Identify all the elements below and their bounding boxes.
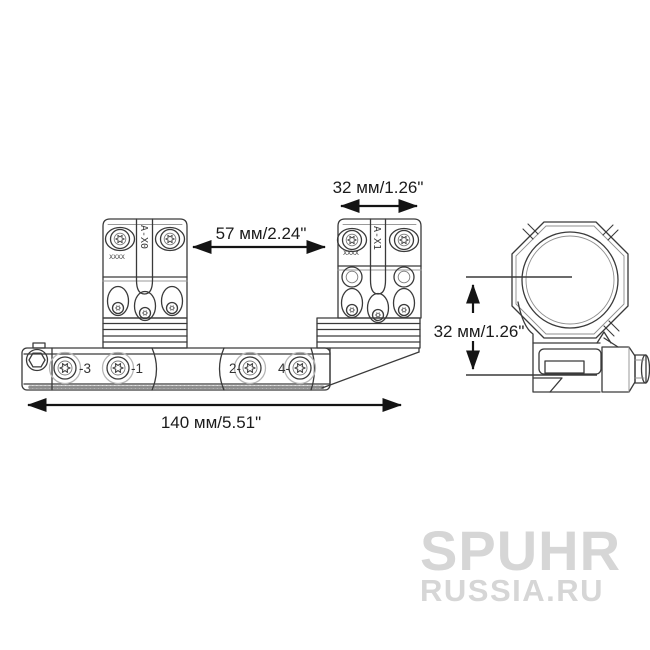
- ring-cap-screw-icon: [154, 226, 186, 252]
- end-view: [511, 221, 650, 393]
- dim-ring-gap: 57 мм/2.24": [191, 224, 327, 255]
- rear-ring-serial-label: XXXX: [109, 253, 125, 261]
- dim-mount-height: 32 мм/1.26": [434, 276, 597, 376]
- dim-overall-length-label: 140 мм/5.51": [161, 413, 261, 432]
- nut-knob: [634, 354, 647, 384]
- dimensions: 32 мм/1.26" 57 мм/2.24" 140 мм/5.51" 32 …: [26, 178, 597, 432]
- rear-ring-cap: [102, 218, 188, 319]
- ring-lower-screw-icon: [366, 292, 390, 324]
- hex-bolt-icon: [25, 348, 49, 372]
- base-screw-torx-icon: [283, 351, 317, 385]
- base-screw-label: 4-: [278, 361, 290, 376]
- front-ring-riser: [316, 317, 421, 349]
- dim-ring-gap-label: 57 мм/2.24": [216, 224, 307, 243]
- side-view: -3 -1 2- 4-: [21, 218, 422, 391]
- rear-ring: XXXX A-X0: [102, 218, 188, 349]
- watermark: SPUHR RUSSIA.RU: [420, 519, 621, 608]
- ring-lower-screw-icon: [392, 287, 416, 319]
- chamfer-ticks: [522, 223, 620, 337]
- base-screw-label: -3: [79, 361, 91, 376]
- clamp-lever-recess: [538, 348, 602, 375]
- ring-bore: [521, 231, 619, 329]
- base-screw-torx-icon: [101, 351, 135, 385]
- rear-ring-model-label: A-X0: [138, 225, 149, 249]
- watermark-site-text: RUSSIA.RU: [420, 573, 604, 608]
- clamp-nut: [601, 346, 650, 393]
- front-ring-cap: [337, 218, 422, 319]
- dim-mount-height-label: 32 мм/1.26": [434, 322, 525, 341]
- ring-recess-icon: [341, 266, 415, 288]
- rear-ring-riser: [102, 317, 188, 349]
- dim-ring-cap-width: 32 мм/1.26": [333, 178, 424, 214]
- ring-lower-screw-icon: [160, 285, 184, 317]
- ring-cap-screw-icon: [104, 226, 136, 252]
- front-ring-model-label: A-X1: [371, 226, 382, 250]
- dim-ring-cap-width-label: 32 мм/1.26": [333, 178, 424, 197]
- front-ring-serial-label: XXXX: [343, 249, 359, 257]
- cantilever-arm: [321, 347, 420, 389]
- ring-lower-screw-icon: [133, 290, 157, 322]
- base-screw-label: 2-: [229, 361, 241, 376]
- rail-jaw: [532, 377, 563, 393]
- base-screw-label: -1: [131, 361, 143, 376]
- ring-lower-screw-icon: [106, 285, 130, 317]
- base-screw-torx-icon: [48, 351, 82, 385]
- ring-cap-screw-icon: [388, 227, 420, 253]
- dim-overall-length: 140 мм/5.51": [26, 397, 403, 432]
- watermark-brand-text: SPUHR: [420, 519, 621, 582]
- rail-clamp: [517, 301, 619, 393]
- ring-octagon: [511, 221, 629, 339]
- base-screw-torx-icon: [233, 351, 267, 385]
- ring-cap-screw-icon: [336, 227, 368, 253]
- front-ring: XXXX A-X1: [316, 218, 422, 349]
- ring-lower-screw-icon: [340, 287, 364, 319]
- mount-base: -3 -1 2- 4-: [21, 342, 420, 391]
